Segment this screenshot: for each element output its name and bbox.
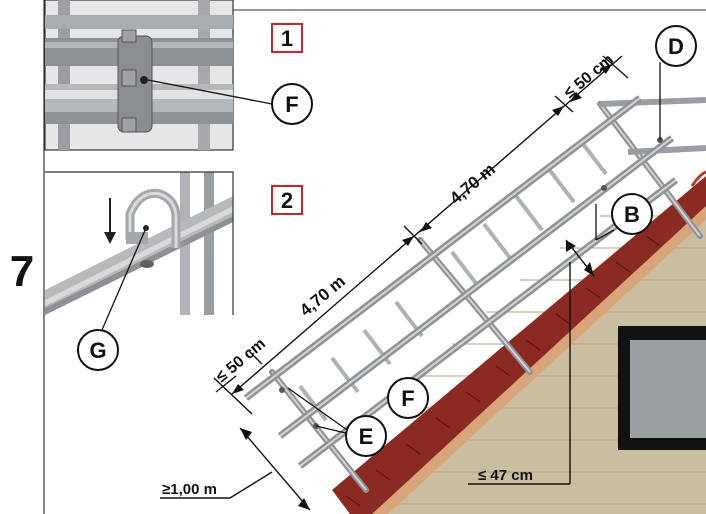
dimension-end-top: ≤ 50 cm: [561, 51, 617, 102]
svg-text:F: F: [401, 386, 414, 411]
detail-box-2: [45, 172, 233, 331]
callout-d: D: [655, 25, 697, 67]
svg-text:G: G: [89, 338, 106, 363]
dimension-span-lower: 4,70 m: [296, 271, 349, 320]
dimension-arrows: [232, 64, 612, 510]
step-number: 7: [10, 247, 34, 296]
dimension-post-spacing: ≤ 47 cm: [478, 467, 533, 484]
detail-box-2-frame: [45, 171, 234, 315]
callout-g: G: [77, 329, 119, 371]
callout-f-top: F: [271, 83, 313, 125]
callout-e: E: [345, 415, 387, 457]
roof-railing: [243, 95, 706, 493]
detail-box-2-number: 2: [281, 188, 293, 213]
dimension-edge-distance: ≥1,00 m: [162, 481, 217, 498]
callout-b: B: [611, 193, 653, 235]
detail-box-1-number-frame: [271, 23, 303, 53]
detail-box-1-number: 1: [281, 26, 293, 51]
detail-box-1: [44, 0, 273, 151]
callout-f-main: F: [387, 377, 429, 419]
svg-text:F: F: [285, 92, 298, 117]
dimension-span-upper: 4,70 m: [446, 159, 499, 208]
svg-text:B: B: [624, 202, 640, 227]
detail-box-2-number-frame: [271, 185, 303, 215]
dimension-end-bottom: ≤ 50 cm: [213, 335, 269, 386]
house: [332, 170, 706, 514]
svg-text:E: E: [359, 424, 374, 449]
svg-text:D: D: [668, 34, 684, 59]
